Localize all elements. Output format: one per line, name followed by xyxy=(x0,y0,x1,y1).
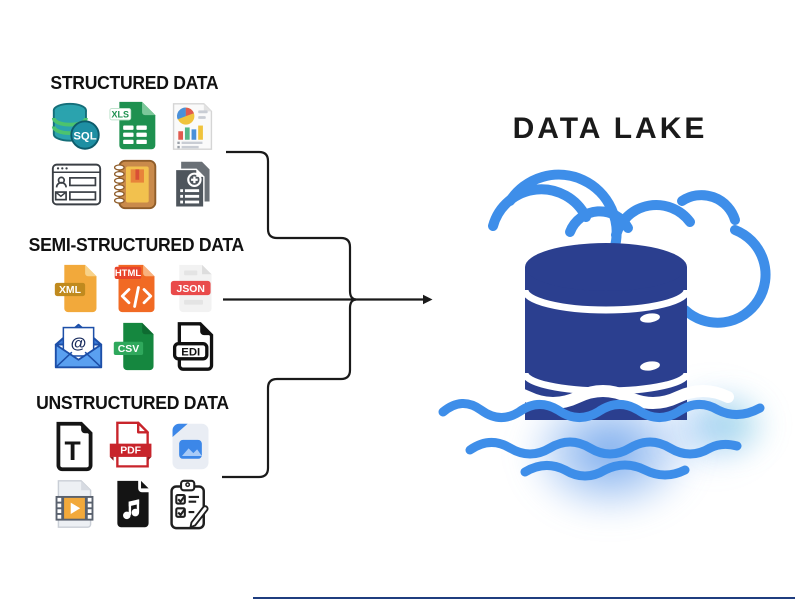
email-at-icon: @ xyxy=(49,317,107,375)
unstructured-icon-grid: T PDF xyxy=(45,417,219,533)
svg-text:XLS: XLS xyxy=(111,109,128,119)
section-title: UNSTRUCTURED DATA xyxy=(35,392,229,413)
charts-report-icon xyxy=(163,97,221,155)
svg-text:@: @ xyxy=(70,334,86,352)
semi-structured-icon-grid: XML HTML JSON xyxy=(49,259,223,375)
notebook-icon xyxy=(105,155,163,213)
svg-text:SQL: SQL xyxy=(73,130,96,142)
svg-text:EDI: EDI xyxy=(181,346,200,358)
data-lake-illustration xyxy=(438,155,771,481)
sql-database-icon: SQL xyxy=(47,97,105,155)
pdf-file-icon: PDF xyxy=(103,417,161,475)
xls-spreadsheet-icon: XLS xyxy=(105,97,163,155)
section-structured-data: STRUCTURED DATA SQL XLS xyxy=(44,72,224,213)
contact-form-icon xyxy=(47,155,105,213)
bottom-edge-line xyxy=(253,597,795,599)
audio-file-icon xyxy=(103,475,161,533)
svg-text:PDF: PDF xyxy=(120,445,141,456)
html-file-icon: HTML xyxy=(107,259,165,317)
json-file-icon: JSON xyxy=(165,259,223,317)
medical-records-icon xyxy=(163,155,221,213)
xml-file-icon: XML xyxy=(49,259,107,317)
video-file-icon xyxy=(45,475,103,533)
svg-text:XML: XML xyxy=(58,285,81,296)
svg-text:CSV: CSV xyxy=(117,344,138,355)
waves-icon xyxy=(438,385,765,481)
edi-file-icon: EDI xyxy=(165,317,223,375)
image-file-icon xyxy=(161,417,219,475)
text-document-icon: T xyxy=(45,417,103,475)
section-title: STRUCTURED DATA xyxy=(50,72,218,93)
connector-unstructured xyxy=(222,298,357,479)
section-semi-structured-data: SEMI-STRUCTURED DATA XML HTML xyxy=(28,234,244,375)
svg-text:JSON: JSON xyxy=(176,283,204,294)
section-unstructured-data: UNSTRUCTURED DATA T PDF xyxy=(36,392,229,533)
section-title: SEMI-STRUCTURED DATA xyxy=(28,234,244,255)
csv-file-icon: CSV xyxy=(107,317,165,375)
svg-text:T: T xyxy=(64,435,80,465)
svg-text:HTML: HTML xyxy=(114,268,140,279)
data-lake-title: DATA LAKE xyxy=(512,112,708,145)
connector-structured xyxy=(226,150,357,301)
checklist-icon xyxy=(161,475,219,533)
structured-icon-grid: SQL XLS xyxy=(47,97,221,213)
